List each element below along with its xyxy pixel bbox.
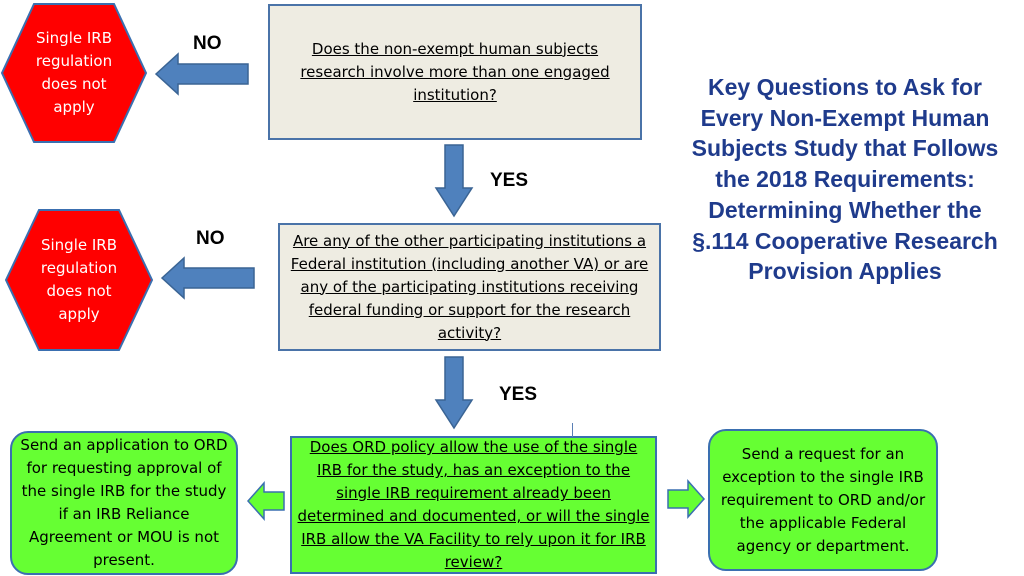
arrow-right-green — [667, 479, 706, 519]
question-text-2: Are any of the other participating insti… — [290, 231, 649, 342]
hexagon-text: Single IRB regulation does not apply — [35, 29, 113, 116]
outcome-box-right: Send a request for an exception to the s… — [708, 429, 938, 571]
question-text-3: Does ORD policy allow the use of the sin… — [297, 438, 650, 571]
label-no-middle: NO — [196, 228, 225, 249]
slide-title: Key Questions to Ask for Every Non-Exemp… — [691, 74, 999, 285]
hexagon-no-apply-middle: Single IRB regulation does not apply — [4, 208, 154, 352]
outcome-box-left: Send an application to ORD for requestin… — [10, 431, 238, 575]
arrow-left-green — [246, 481, 285, 521]
hexagon-shape — [4, 209, 154, 351]
label-yes-middle: YES — [499, 384, 538, 405]
hexagon-shape — [0, 3, 148, 143]
arrow-left-no-top — [154, 52, 249, 96]
question-box-1: Does the non-exempt human subjects resea… — [268, 4, 642, 140]
question-box-3: Does ORD policy allow the use of the sin… — [290, 436, 657, 574]
arrow-left-no-middle — [160, 256, 255, 300]
hexagon-no-apply-top: Single IRB regulation does not apply — [0, 2, 148, 144]
label-yes-top: YES — [490, 170, 529, 191]
outcome-text-right: Send a request for an exception to the s… — [720, 444, 926, 555]
question-box-2: Are any of the other participating insti… — [278, 223, 661, 351]
arrow-down-yes-top — [434, 144, 474, 218]
question-text-1: Does the non-exempt human subjects resea… — [300, 39, 610, 104]
hexagon-text: Single IRB regulation does not apply — [40, 236, 118, 323]
arrow-down-yes-middle — [434, 356, 474, 430]
divider-line — [572, 423, 573, 437]
label-no-top: NO — [193, 33, 222, 54]
outcome-text-left: Send an application to ORD for requestin… — [20, 436, 228, 569]
